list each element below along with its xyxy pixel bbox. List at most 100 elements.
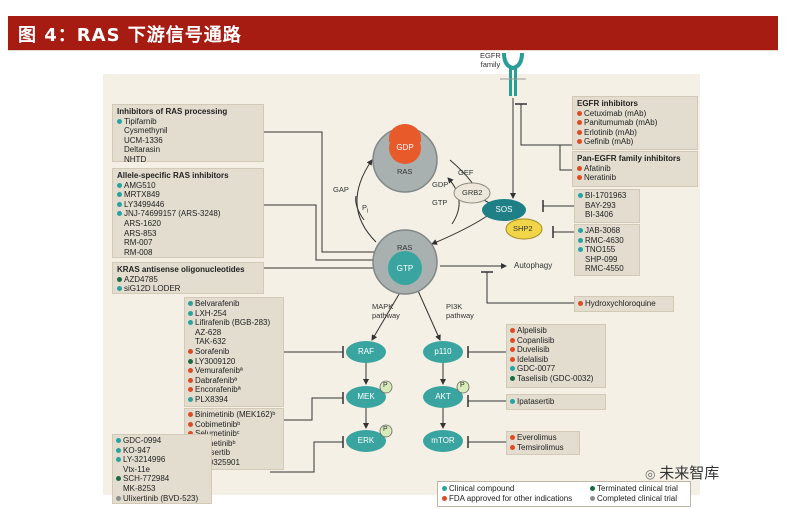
drug-item: LY3009120 [188, 357, 270, 367]
fda-status-dot-icon [577, 110, 582, 116]
sos-node [482, 199, 526, 221]
raf-node [346, 341, 386, 363]
drug-item: GDC-0994 [116, 436, 198, 446]
drug-item: MRTX849 [117, 190, 229, 200]
drug-name: Erlotinib (mAb) [584, 127, 637, 137]
legend-terminated-label: Terminated clinical trial [597, 484, 678, 493]
phospho-akt-label: P [460, 382, 465, 389]
drug-name: LY3499446 [124, 199, 165, 209]
fda-status-dot-icon [577, 165, 582, 171]
drug-item: LY3499446 [117, 200, 229, 210]
drug-item: Everolimus [510, 433, 564, 443]
drug-item: NHTD [117, 155, 227, 165]
drug-item: GDC-0077 [510, 364, 593, 374]
wechat-icon: ◎ [645, 467, 660, 481]
drug-item: Encorafenibª [188, 385, 270, 395]
drug-item: ARS-1620 [117, 219, 229, 229]
drug-item: Tipifarnib [117, 117, 227, 127]
drug-item: MK-8253 [116, 484, 198, 494]
fda-status-dot-icon [188, 368, 193, 374]
drug-name: Duvelisib [517, 345, 550, 355]
fda-status-dot-icon [188, 431, 193, 437]
autophagy-inhibitors-box: Hydroxychloroquine [574, 296, 674, 312]
drug-name: Vtx-11e [123, 464, 150, 474]
drug-item: BI-3406 [578, 210, 626, 220]
drug-name: Cetuximab (mAb) [584, 108, 647, 118]
fda-status-dot-icon [510, 435, 515, 440]
drug-item: Sorafenib [188, 347, 270, 357]
legend: Clinical compound FDA approved for other… [437, 481, 691, 507]
drug-item: Alpelisib [510, 326, 593, 336]
egfr-receptor-icon [500, 52, 526, 96]
mapk-label-2: pathway [372, 311, 400, 320]
drug-item: BAY-293 [578, 201, 626, 211]
akt-label: AKT [435, 392, 451, 401]
drug-item: Hydroxychloroquine [578, 299, 656, 309]
autophagy-inhibitors-list: Hydroxychloroquine [578, 299, 656, 309]
akt-node [423, 386, 463, 408]
drug-item: AZ-628 [188, 328, 270, 338]
term-status-dot-icon [188, 358, 193, 364]
clin-status-dot-icon [116, 447, 121, 453]
legend-completed-label: Completed clinical trial [597, 494, 678, 503]
clin-status-dot-icon [117, 192, 122, 198]
drug-item: JAB-3068 [578, 226, 624, 236]
none-status-dot-icon [117, 138, 122, 143]
egfr-inhibitors-title: EGFR inhibitors [577, 99, 638, 108]
drug-item: Vemurafenibª [188, 366, 270, 376]
drug-name: RMC-4550 [585, 264, 624, 274]
drug-item: TNO155 [578, 245, 624, 255]
akt-inhibitors-list: Ipatasertib [510, 397, 554, 407]
drug-name: NHTD [124, 154, 147, 164]
drug-item: Taselisib (GDC-0032) [510, 374, 593, 384]
term-status-dot-icon [117, 276, 122, 282]
drug-item: Selumetinibᶜ [188, 429, 275, 439]
gef-label: GEF [458, 168, 474, 177]
drug-name: Cobimetinibᵇ [195, 419, 241, 429]
drug-name: Sorafenib [195, 346, 230, 356]
drug-name: Encorafenibª [195, 385, 241, 395]
pi-label-text: P [362, 203, 368, 212]
phospho-erk-label: P [383, 426, 388, 433]
drug-item: Vtx-11e [116, 465, 198, 475]
drug-name: RM-008 [124, 247, 153, 257]
gdp-label: GDP [396, 143, 414, 152]
autophagy-label: Autophagy [514, 261, 553, 270]
drug-name: BAY-293 [585, 200, 616, 210]
drug-item: SHP-099 [578, 255, 624, 265]
drug-name: MK-8253 [123, 483, 156, 493]
pi-label: Pi [362, 203, 368, 215]
drug-name: AMG510 [124, 180, 156, 190]
legend-completed: Completed clinical trial [590, 494, 677, 504]
fda-status-dot-icon [577, 129, 582, 135]
drug-name: Temsirolimus [517, 442, 564, 452]
drug-name: MRTX849 [124, 190, 160, 200]
drug-name: Cysmethynil [124, 126, 168, 136]
terminated-dot-icon [590, 486, 595, 491]
ras-gdp-node [372, 124, 438, 193]
clin-status-dot-icon [117, 182, 122, 188]
none-status-dot-icon [578, 212, 583, 217]
fda-status-dot-icon [577, 139, 582, 145]
mek-label: MEK [357, 392, 375, 401]
none-status-dot-icon [188, 330, 193, 335]
clin-status-dot-icon [117, 118, 122, 124]
phospho-erk-icon [379, 424, 393, 438]
erk-node [346, 430, 386, 452]
drug-item: RM-007 [117, 238, 229, 248]
none-status-dot-icon [578, 257, 583, 262]
grb2-label: GRB2 [462, 188, 483, 197]
drug-name: GDC-0077 [517, 364, 556, 374]
drug-item: TAK-632 [188, 337, 270, 347]
figure-title: 图 4：RAS 下游信号通路 [18, 25, 242, 46]
mek-node [346, 386, 386, 408]
none-status-dot-icon [578, 266, 583, 271]
drug-item: Afatinib [577, 164, 681, 174]
drug-name: Taselisib (GDC-0032) [517, 373, 594, 383]
